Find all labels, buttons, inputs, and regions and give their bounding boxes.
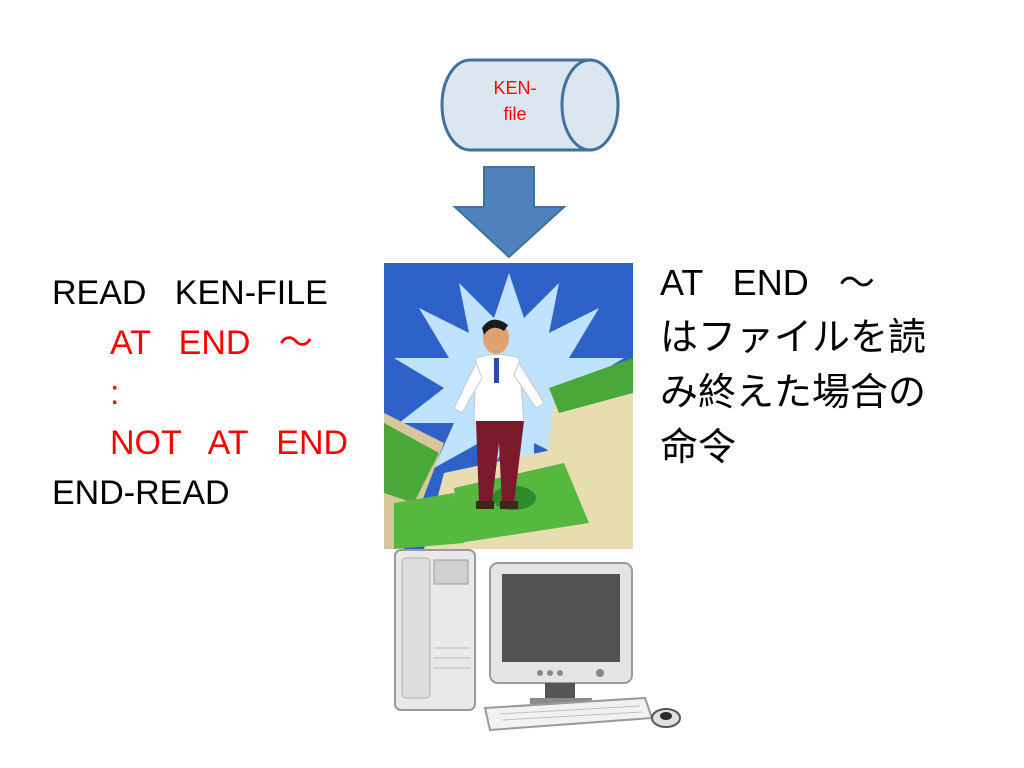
file-cylinder-label: KEN- file: [470, 75, 560, 127]
description-title: AT END ～: [660, 262, 875, 303]
down-arrow-icon: [452, 166, 567, 259]
description-line3: 命令: [660, 425, 737, 469]
code-line-colon: :: [110, 374, 120, 412]
description-line2: み終えた場合の: [660, 370, 927, 414]
file-cylinder-icon: [440, 58, 620, 152]
desktop-computer-icon: [394, 549, 681, 732]
code-line-read: READ KEN-FILE: [52, 274, 328, 312]
code-line-not-at-end: NOT AT END: [110, 424, 349, 462]
description: AT END ～ はファイルを読 み終えた場合の 命令: [660, 255, 1010, 475]
file-label-line1: KEN-: [493, 78, 537, 98]
code-line-end-read: END-READ: [52, 474, 230, 512]
code-block: READ KEN-FILE AT END ～ : NOT AT END END-…: [52, 268, 348, 518]
file-label-line2: file: [503, 104, 527, 124]
man-on-money-path-illustration: [384, 263, 633, 549]
code-line-at-end: AT END ～: [110, 324, 313, 362]
description-line1: はファイルを読: [660, 315, 927, 359]
